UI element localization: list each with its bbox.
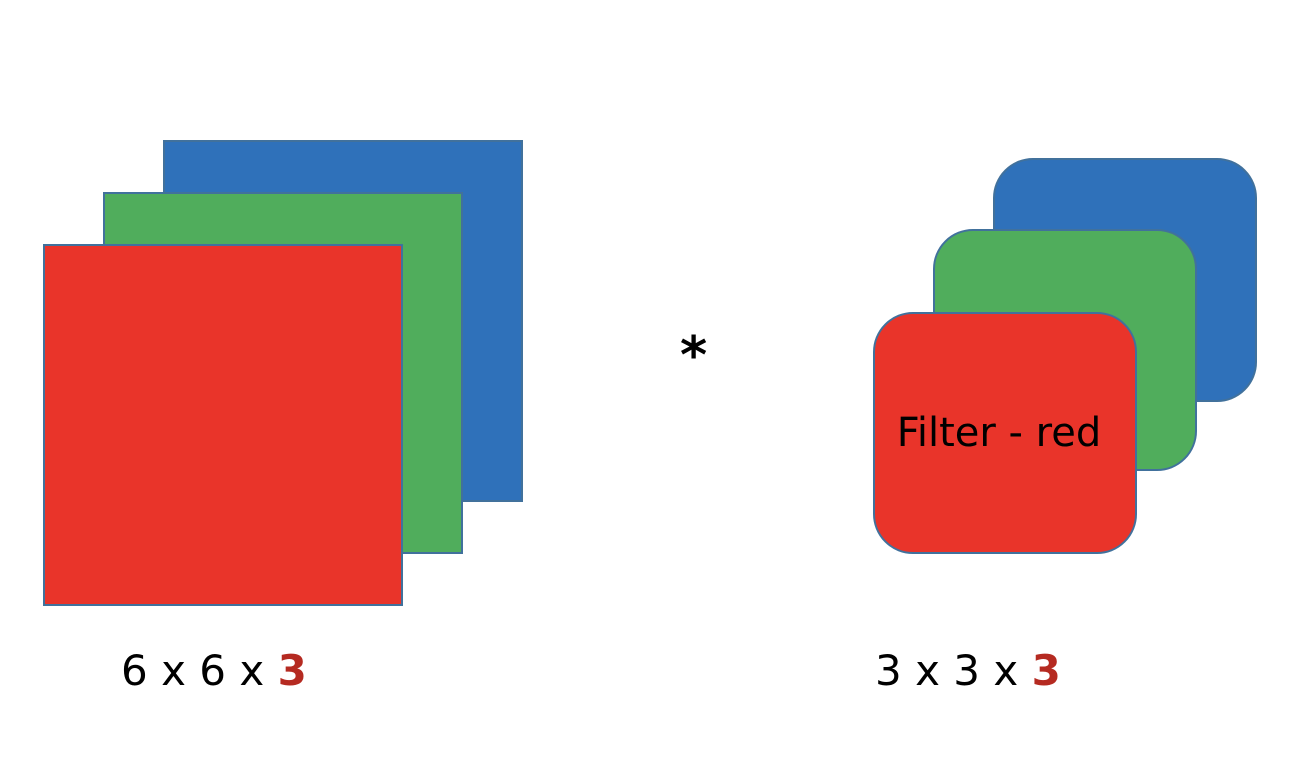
filter-channel-red: Filter - red xyxy=(873,312,1137,554)
input-channel-red xyxy=(43,244,403,606)
filter-red-label: Filter - red xyxy=(896,409,1102,456)
filter-dimensions-label: 3 x 3 x 3 xyxy=(875,646,1061,696)
input-dimensions-prefix: 6 x 6 x xyxy=(121,646,278,695)
filter-channel-count: 3 xyxy=(1031,646,1061,695)
input-channel-count: 3 xyxy=(277,646,307,695)
filter-dimensions-prefix: 3 x 3 x xyxy=(875,646,1032,695)
input-dimensions-label: 6 x 6 x 3 xyxy=(121,646,307,696)
convolution-operator: * xyxy=(680,326,708,386)
